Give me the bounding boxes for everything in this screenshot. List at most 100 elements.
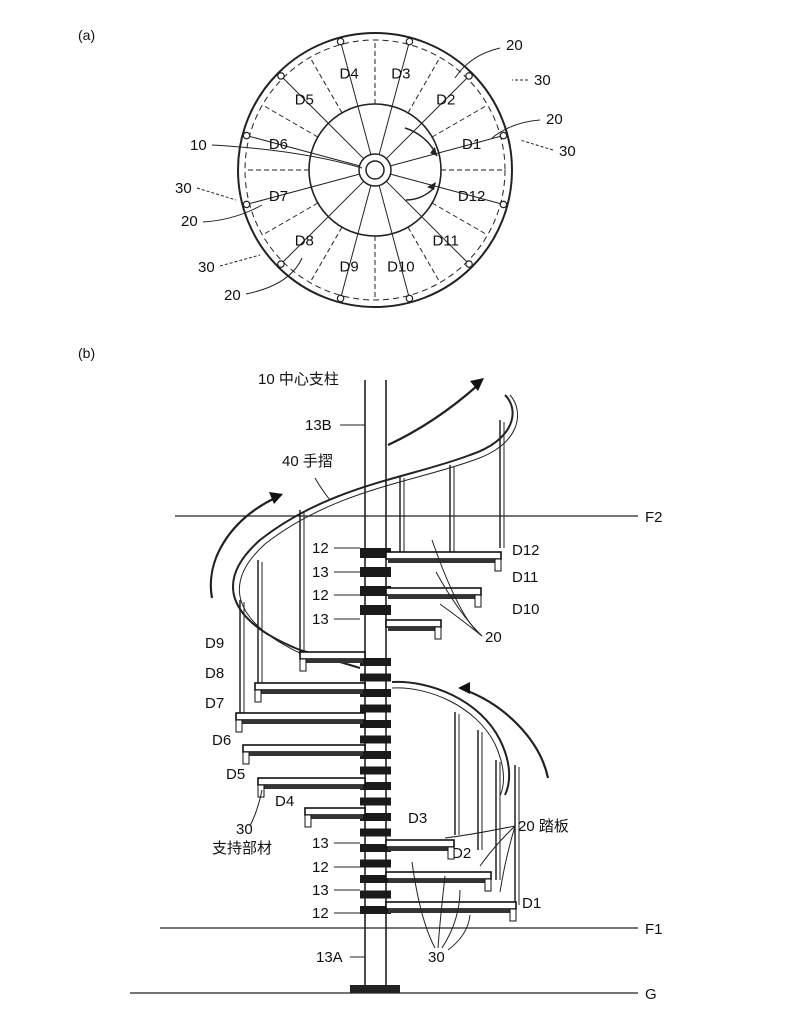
plan-step-label: D8 (295, 233, 314, 250)
plan-callouts: 20 30 20 30 10 30 20 30 20 (175, 37, 576, 304)
plan-step-label: D3 (391, 65, 410, 82)
tread-centerline (407, 57, 441, 114)
support-post-marker (465, 260, 473, 268)
handrail-balusters (239, 420, 520, 905)
leader-20-left (202, 204, 263, 223)
leader-30-right (519, 139, 554, 151)
column-ref-12: 12 (312, 540, 329, 557)
panel-a-label: (a) (78, 27, 95, 43)
rotation-arrow-lower (405, 187, 435, 201)
support-bracket (484, 878, 492, 892)
direction-arrows (209, 378, 550, 779)
tread-12 (385, 551, 502, 560)
step-label-D11: D11 (512, 569, 538, 586)
plan-step-label: D7 (269, 188, 288, 205)
arrow-left (209, 497, 276, 599)
tread-2 (385, 871, 492, 880)
tread-6 (242, 744, 366, 753)
tread-support-bar (388, 627, 439, 631)
column-collar (360, 689, 391, 697)
tread-support-bar (260, 785, 363, 789)
support-post-marker (499, 200, 508, 209)
support-bracket (235, 719, 243, 733)
support-post-marker (242, 200, 251, 209)
plan-step-label: D6 (269, 136, 288, 153)
support-bracket (509, 908, 517, 922)
tread-3 (385, 839, 455, 848)
tread-divider-line (378, 185, 411, 303)
callout-leader (444, 825, 516, 839)
center-column-inner (365, 160, 385, 180)
column-lower-label: 13A (316, 949, 343, 966)
column-collar (360, 673, 391, 682)
support-post-marker (405, 294, 414, 303)
support-bracket (494, 558, 502, 572)
support-bracket (242, 751, 250, 765)
column-collar (360, 658, 391, 666)
column-collar (360, 605, 391, 615)
tread-label: 20 踏板 (518, 817, 569, 835)
support-post-marker (405, 37, 414, 46)
leader-20-top (454, 47, 501, 79)
tread-1 (385, 901, 517, 910)
arrow-top (387, 384, 479, 446)
column-ref-12: 12 (312, 859, 329, 876)
column-collar (360, 906, 391, 914)
plan-step-label: D1 (462, 136, 481, 153)
column-collar (360, 782, 391, 790)
tread-centerline (309, 57, 343, 114)
tread-4 (304, 807, 366, 816)
tread-centerline (262, 202, 319, 236)
column-collar (360, 751, 391, 759)
column-collar (360, 828, 391, 837)
rotation-arrowhead-upper (430, 147, 437, 156)
arrowhead-left (269, 492, 283, 504)
floor-f1-label: F1 (645, 921, 663, 938)
outer-dashed-ring (244, 39, 506, 301)
tread-divisions (242, 37, 508, 303)
tread-centerline (309, 226, 343, 283)
column-collar (360, 813, 391, 821)
column-collar (360, 844, 391, 852)
column-base-plate (350, 985, 400, 993)
column-collar (360, 797, 391, 806)
plan-step-label: D5 (295, 91, 314, 108)
column-ref-13: 13 (312, 882, 329, 899)
callout-leader (441, 889, 461, 949)
leader-20-right (491, 119, 541, 139)
arrowhead-right (458, 682, 470, 694)
step-label-D3: D3 (408, 810, 427, 827)
column-upper-label: 13B (305, 417, 332, 434)
tread-support-bar (245, 752, 363, 756)
callout-20-bottom: 20 (224, 287, 241, 304)
column-ref-12: 12 (312, 587, 329, 604)
tread-centerline (431, 104, 488, 138)
tread-support-bar (388, 847, 452, 851)
callout-20-upper: 20 (485, 629, 502, 646)
callout-10: 10 (190, 137, 207, 154)
plan-step-label: D12 (458, 188, 486, 205)
tread-support-bar (302, 659, 363, 663)
step-label-D2: D2 (452, 845, 471, 862)
central-column (350, 380, 400, 993)
column-label: 10 中心支柱 (258, 371, 339, 388)
plan-step-label: D11 (433, 233, 459, 250)
tread-support-bar (238, 720, 363, 724)
step-label-D9: D9 (205, 635, 224, 652)
tread-divider-line (378, 37, 411, 155)
tread-centerline (262, 104, 319, 138)
floor-f2-label: F2 (645, 509, 663, 526)
tread-divider-line (277, 72, 365, 160)
handrail-label: 40 手摺 (282, 453, 333, 470)
handrail (232, 394, 520, 905)
callout-leader (437, 875, 446, 949)
elevation-leaders (249, 539, 516, 951)
callout-30-lower: 30 (428, 949, 445, 966)
support-text-label: 支持部材 (212, 840, 272, 857)
step-label-D6: D6 (212, 732, 231, 749)
support-bracket (434, 626, 442, 640)
